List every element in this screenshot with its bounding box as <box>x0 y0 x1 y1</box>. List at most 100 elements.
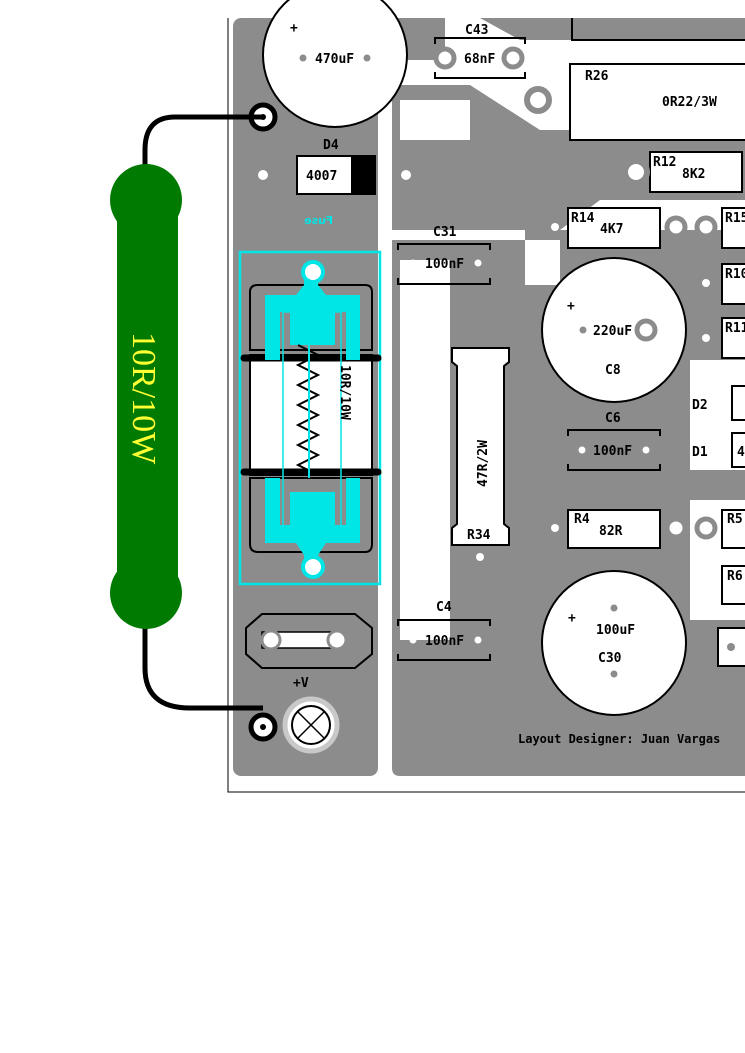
r6-body <box>721 565 745 605</box>
resistor-top-outline <box>571 18 745 41</box>
capacitor-c31: C31 100nF <box>397 225 491 285</box>
d1-body <box>731 432 745 468</box>
isolation-upper <box>400 100 470 140</box>
c30-body <box>541 570 687 716</box>
pad-dot <box>702 279 710 287</box>
pad-dot <box>551 524 559 532</box>
c30-plus-sign: + <box>568 611 576 626</box>
r15-body <box>721 207 745 249</box>
capacitor-c4: C4 100nF <box>397 600 491 661</box>
pad-dot <box>409 636 417 644</box>
r14-value: 4K7 <box>600 222 623 237</box>
r12-pad <box>622 158 650 186</box>
r11-label: R11 <box>725 321 745 336</box>
r12-value: 8K2 <box>682 167 705 182</box>
c6-outline <box>567 429 661 471</box>
pad-dot <box>610 604 618 612</box>
r12-label: R12 <box>653 155 676 170</box>
resistor-cap-top <box>110 164 182 236</box>
pad-dot <box>578 446 586 454</box>
pad-dot <box>579 326 587 334</box>
fuse-clip-bottom <box>249 477 373 553</box>
capacitor-c30: + 100uF C30 <box>541 570 687 716</box>
pad-dot <box>610 670 618 678</box>
c31-label: C31 <box>433 225 457 240</box>
c8-body <box>541 257 687 403</box>
pad-dot <box>642 446 650 454</box>
r12-body <box>649 151 743 193</box>
resistor-r12: R12 8K2 <box>622 151 743 193</box>
r34-value: 47R/2W <box>476 440 491 487</box>
r5-pad <box>694 516 718 540</box>
c6-value: 100nF <box>593 444 632 459</box>
r4-pad <box>664 516 688 540</box>
resistor-body <box>117 198 178 598</box>
c4-outline <box>397 619 491 661</box>
d1-value: 4 <box>737 445 745 460</box>
resistor-r14: R14 4K7 <box>551 207 688 249</box>
pad-dot <box>714 446 722 454</box>
external-resistor: 10R/10W <box>110 164 182 629</box>
fuse-mount-hole-top <box>301 260 325 284</box>
r5-label: R5 <box>727 512 743 527</box>
c43-pad-left <box>433 46 457 70</box>
pad-dot <box>363 54 371 62</box>
c8-label: C8 <box>605 363 621 378</box>
r5-body <box>721 509 745 549</box>
resistor-r10: R10 <box>702 263 745 305</box>
pad-dot <box>702 580 710 588</box>
d4-value: 4007 <box>306 169 337 184</box>
d1-label: D1 <box>692 445 708 460</box>
fuse-inner-outline <box>282 311 342 527</box>
resistor-cap-bottom <box>110 557 182 629</box>
pad-dot <box>409 259 417 267</box>
pad-dot <box>258 170 268 180</box>
capacitor-c6: C6 100nF <box>567 411 661 471</box>
fuse-label: Fuse <box>304 214 333 227</box>
designer-credit: Layout Designer: Juan Vargas <box>518 732 720 746</box>
diode-d1: D1 4 <box>692 432 745 468</box>
r4-body <box>567 509 661 549</box>
fuse-holder: Fuse 10R/10W <box>238 214 382 586</box>
diode-d2: D2 <box>692 385 745 421</box>
resistor-r26: R26 0R22/3W <box>524 63 745 141</box>
board-outline <box>227 18 745 793</box>
r6-label: R6 <box>727 569 743 584</box>
r15-pad <box>694 215 718 239</box>
pad-dot <box>401 170 411 180</box>
c31-outline <box>397 243 491 285</box>
small-fuse-outline <box>245 613 373 669</box>
terminal-pad-bottom-hole <box>260 724 266 730</box>
fuse-outline <box>238 250 382 586</box>
pad-dot <box>299 54 307 62</box>
pad-dot <box>476 553 484 561</box>
r34-body <box>451 347 510 546</box>
c8-plus-sign: + <box>567 299 575 314</box>
pad-dot <box>714 400 722 408</box>
r14-body <box>567 207 661 249</box>
resistor-r11: R11 <box>702 317 745 359</box>
c43-outline <box>434 37 526 79</box>
capacitor-470uf: + 470uF <box>262 0 408 128</box>
cap-plus-sign: + <box>290 21 298 36</box>
pad-dot <box>476 353 484 361</box>
d4-cathode-band <box>351 156 375 194</box>
r4-label: R4 <box>574 512 590 527</box>
pad-dot <box>551 223 559 231</box>
c43-value: 68nF <box>464 52 495 67</box>
terminal-cross-icon <box>296 710 326 740</box>
resistor-r5: R5 <box>694 509 745 549</box>
capacitor-c43: C43 68nF <box>433 23 526 79</box>
pad-dot <box>474 259 482 267</box>
r26-pad <box>524 86 552 114</box>
r15-label: R15 <box>725 211 745 226</box>
resistor-r34: 47R/2W R34 <box>451 347 510 561</box>
r10-label: R10 <box>725 267 745 282</box>
d4-label: D4 <box>323 138 339 153</box>
r10-body <box>721 263 745 305</box>
r34-label: R34 <box>467 528 491 543</box>
r26-body <box>569 63 745 141</box>
c31-value: 100nF <box>425 257 464 272</box>
r11-body <box>721 317 745 359</box>
